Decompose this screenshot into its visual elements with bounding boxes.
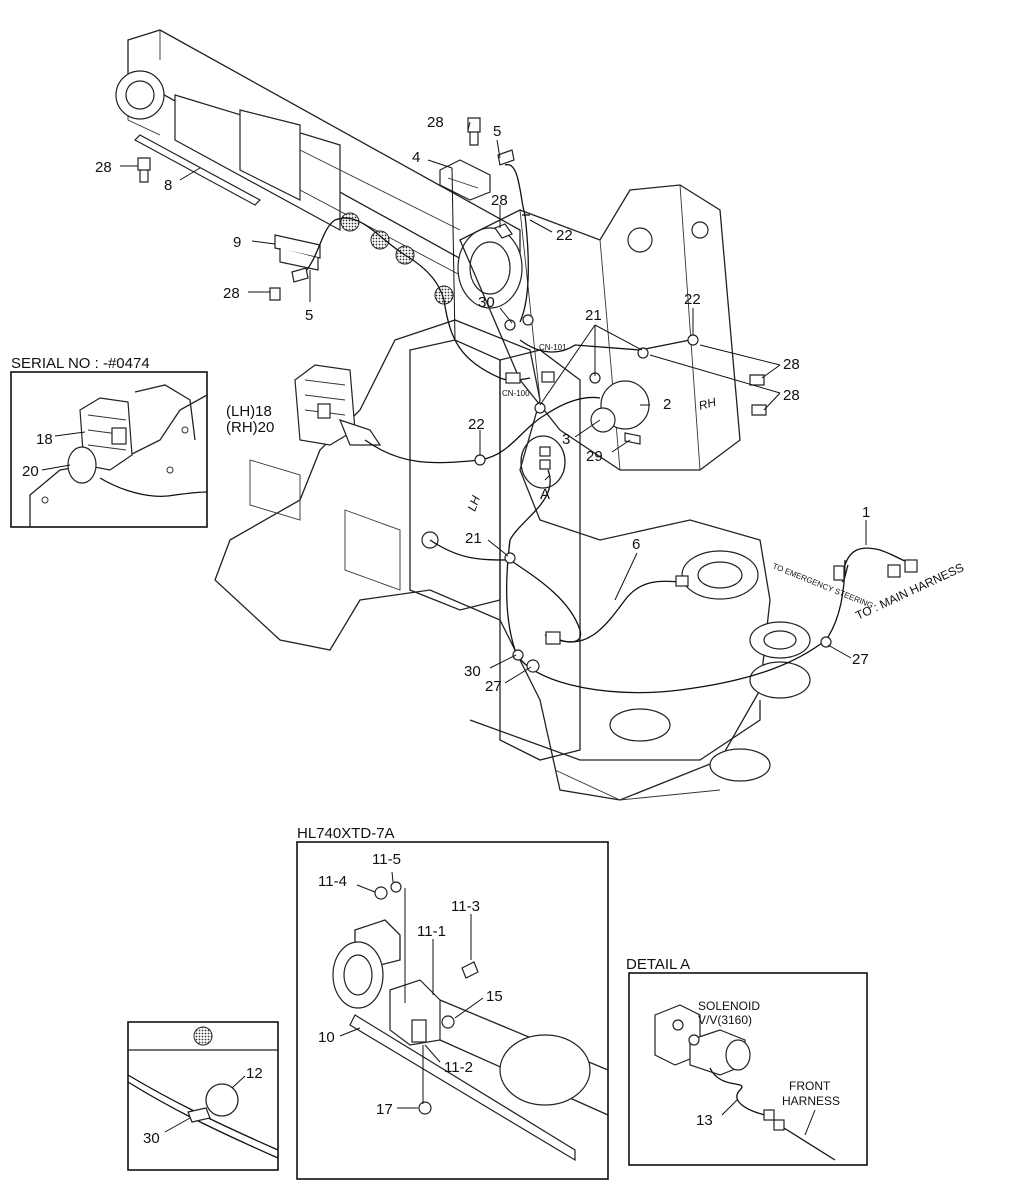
serial-title: SERIAL NO : -#0474 — [11, 355, 150, 372]
callout-12: 12 — [246, 1065, 263, 1082]
label-front-2: HARNESS — [782, 1094, 840, 1108]
callout-28c: 28 — [491, 192, 508, 209]
front-frame — [214, 184, 811, 801]
callout-18: 18 — [36, 431, 53, 448]
callout-22c: 22 — [468, 416, 485, 433]
detail-marker: A — [540, 486, 550, 503]
callout-9: 9 — [233, 234, 241, 251]
variant-title: HL740XTD-7A — [297, 825, 395, 842]
callout-21b: 21 — [465, 530, 482, 547]
label-solenoid-1: SOLENOID — [698, 999, 760, 1013]
callout-11-3: 11-3 — [451, 898, 480, 915]
callout-4: 4 — [412, 149, 420, 166]
cable-tie-inset — [127, 1021, 279, 1171]
label-lamp-rh: (RH)20 — [226, 419, 274, 436]
callout-11-4: 11-4 — [318, 873, 347, 890]
callout-11-1: 11-1 — [417, 923, 446, 940]
callout-2: 2 — [663, 396, 671, 413]
connector-cn100: CN-100 — [502, 389, 530, 398]
callout-20: 20 — [22, 463, 39, 480]
label-rh: RH — [697, 395, 718, 413]
callout-11-5: 11-5 — [372, 851, 401, 868]
callout-5b: 5 — [305, 307, 313, 324]
leader-lines — [120, 121, 867, 684]
callout-22a: 22 — [556, 227, 573, 244]
callout-27b: 27 — [852, 651, 869, 668]
boom-arm — [115, 29, 523, 309]
callout-8: 8 — [164, 177, 172, 194]
bracket-9 — [274, 234, 321, 271]
callout-1: 1 — [862, 504, 870, 521]
callout-17: 17 — [376, 1101, 393, 1118]
callout-27a: 27 — [485, 678, 502, 695]
callout-29: 29 — [586, 448, 603, 465]
callout-10: 10 — [318, 1029, 335, 1046]
serial-inset — [10, 371, 208, 528]
callout-30c: 30 — [143, 1130, 160, 1147]
label-to-emergency: TO EMERGENCY STEERING — [771, 562, 874, 611]
bolts — [137, 117, 767, 445]
callout-5a: 5 — [493, 123, 501, 140]
callout-28a: 28 — [95, 159, 112, 176]
callout-11-2: 11-2 — [444, 1059, 473, 1076]
callout-3: 3 — [562, 431, 570, 448]
detail-a-inset — [628, 972, 868, 1166]
label-lh: LH — [465, 494, 484, 514]
callout-22b: 22 — [684, 291, 701, 308]
callout-13: 13 — [696, 1112, 713, 1129]
wire-harness — [297, 164, 918, 694]
callout-30a: 30 — [478, 294, 495, 311]
detail-a-marker — [520, 435, 566, 489]
label-front-1: FRONT — [789, 1079, 831, 1093]
label-solenoid-2: V/V(3160) — [698, 1013, 752, 1027]
callout-28b: 28 — [427, 114, 444, 131]
callout-15: 15 — [486, 988, 503, 1005]
plate-2 — [590, 380, 650, 433]
connector-cn101: CN-101 — [539, 343, 567, 352]
callout-28d: 28 — [223, 285, 240, 302]
callout-6: 6 — [632, 536, 640, 553]
work-lamp-main — [294, 364, 382, 446]
callout-28f: 28 — [783, 387, 800, 404]
wire-protectors — [340, 212, 454, 305]
callout-21a: 21 — [585, 307, 602, 324]
hl740-inset — [296, 841, 609, 1180]
label-lamp-lh: (LH)18 — [226, 403, 272, 420]
callout-30b: 30 — [464, 663, 481, 680]
callout-28e: 28 — [783, 356, 800, 373]
detail-title: DETAIL A — [626, 956, 690, 973]
